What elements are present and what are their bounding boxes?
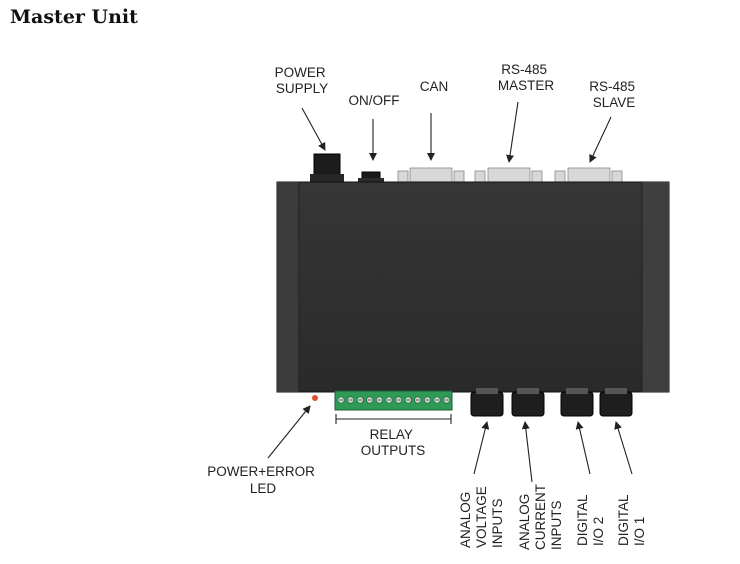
analog-voltage-connector: [470, 388, 504, 417]
digital-io2-connector: [560, 388, 594, 417]
rs485-master-label: RS-485 MASTER: [498, 62, 555, 93]
digital-io1-connector: [599, 388, 633, 417]
relay-terminal-block: [334, 390, 453, 411]
rs485-slave-connector: [554, 167, 623, 184]
rs485-master-connector: [474, 167, 543, 184]
power-supply-label: POWER SUPPLY: [275, 65, 330, 96]
power-error-led-label: POWER+ERROR LED: [207, 464, 318, 496]
relay-outputs-label: RELAY OUTPUTS: [361, 427, 426, 458]
analog-current-connector: [511, 388, 545, 417]
digital-io1-arrow: [614, 421, 633, 475]
can-connector: [397, 167, 465, 184]
rs485-slave-arrow: [589, 116, 612, 163]
on-off-label: ON/OFF: [349, 93, 400, 108]
page-title: Master Unit: [10, 6, 138, 28]
device-body: [276, 181, 670, 393]
power-error-led-arrow: [267, 405, 311, 459]
power-error-led: [312, 395, 318, 401]
can-label: CAN: [420, 79, 449, 94]
digital-io1-label: DIGITAL I/O 1: [616, 491, 647, 546]
digital-io2-arrow: [575, 421, 591, 475]
analog-current-inputs-label: ANALOG CURRENT INPUTS: [517, 480, 564, 550]
analog-voltage-inputs-label: ANALOG VOLTAGE INPUTS: [458, 482, 505, 548]
power-supply-jack: [310, 153, 344, 185]
rs485-slave-label: RS-485 SLAVE: [589, 79, 639, 110]
digital-io2-label: DIGITAL I/O 2: [575, 491, 606, 546]
rs485-master-arrow: [506, 101, 519, 163]
power-supply-arrow: [301, 107, 326, 151]
analog-voltage-arrow: [473, 421, 490, 475]
analog-current-arrow: [521, 421, 533, 483]
relay-outputs-bracket: [335, 414, 452, 424]
